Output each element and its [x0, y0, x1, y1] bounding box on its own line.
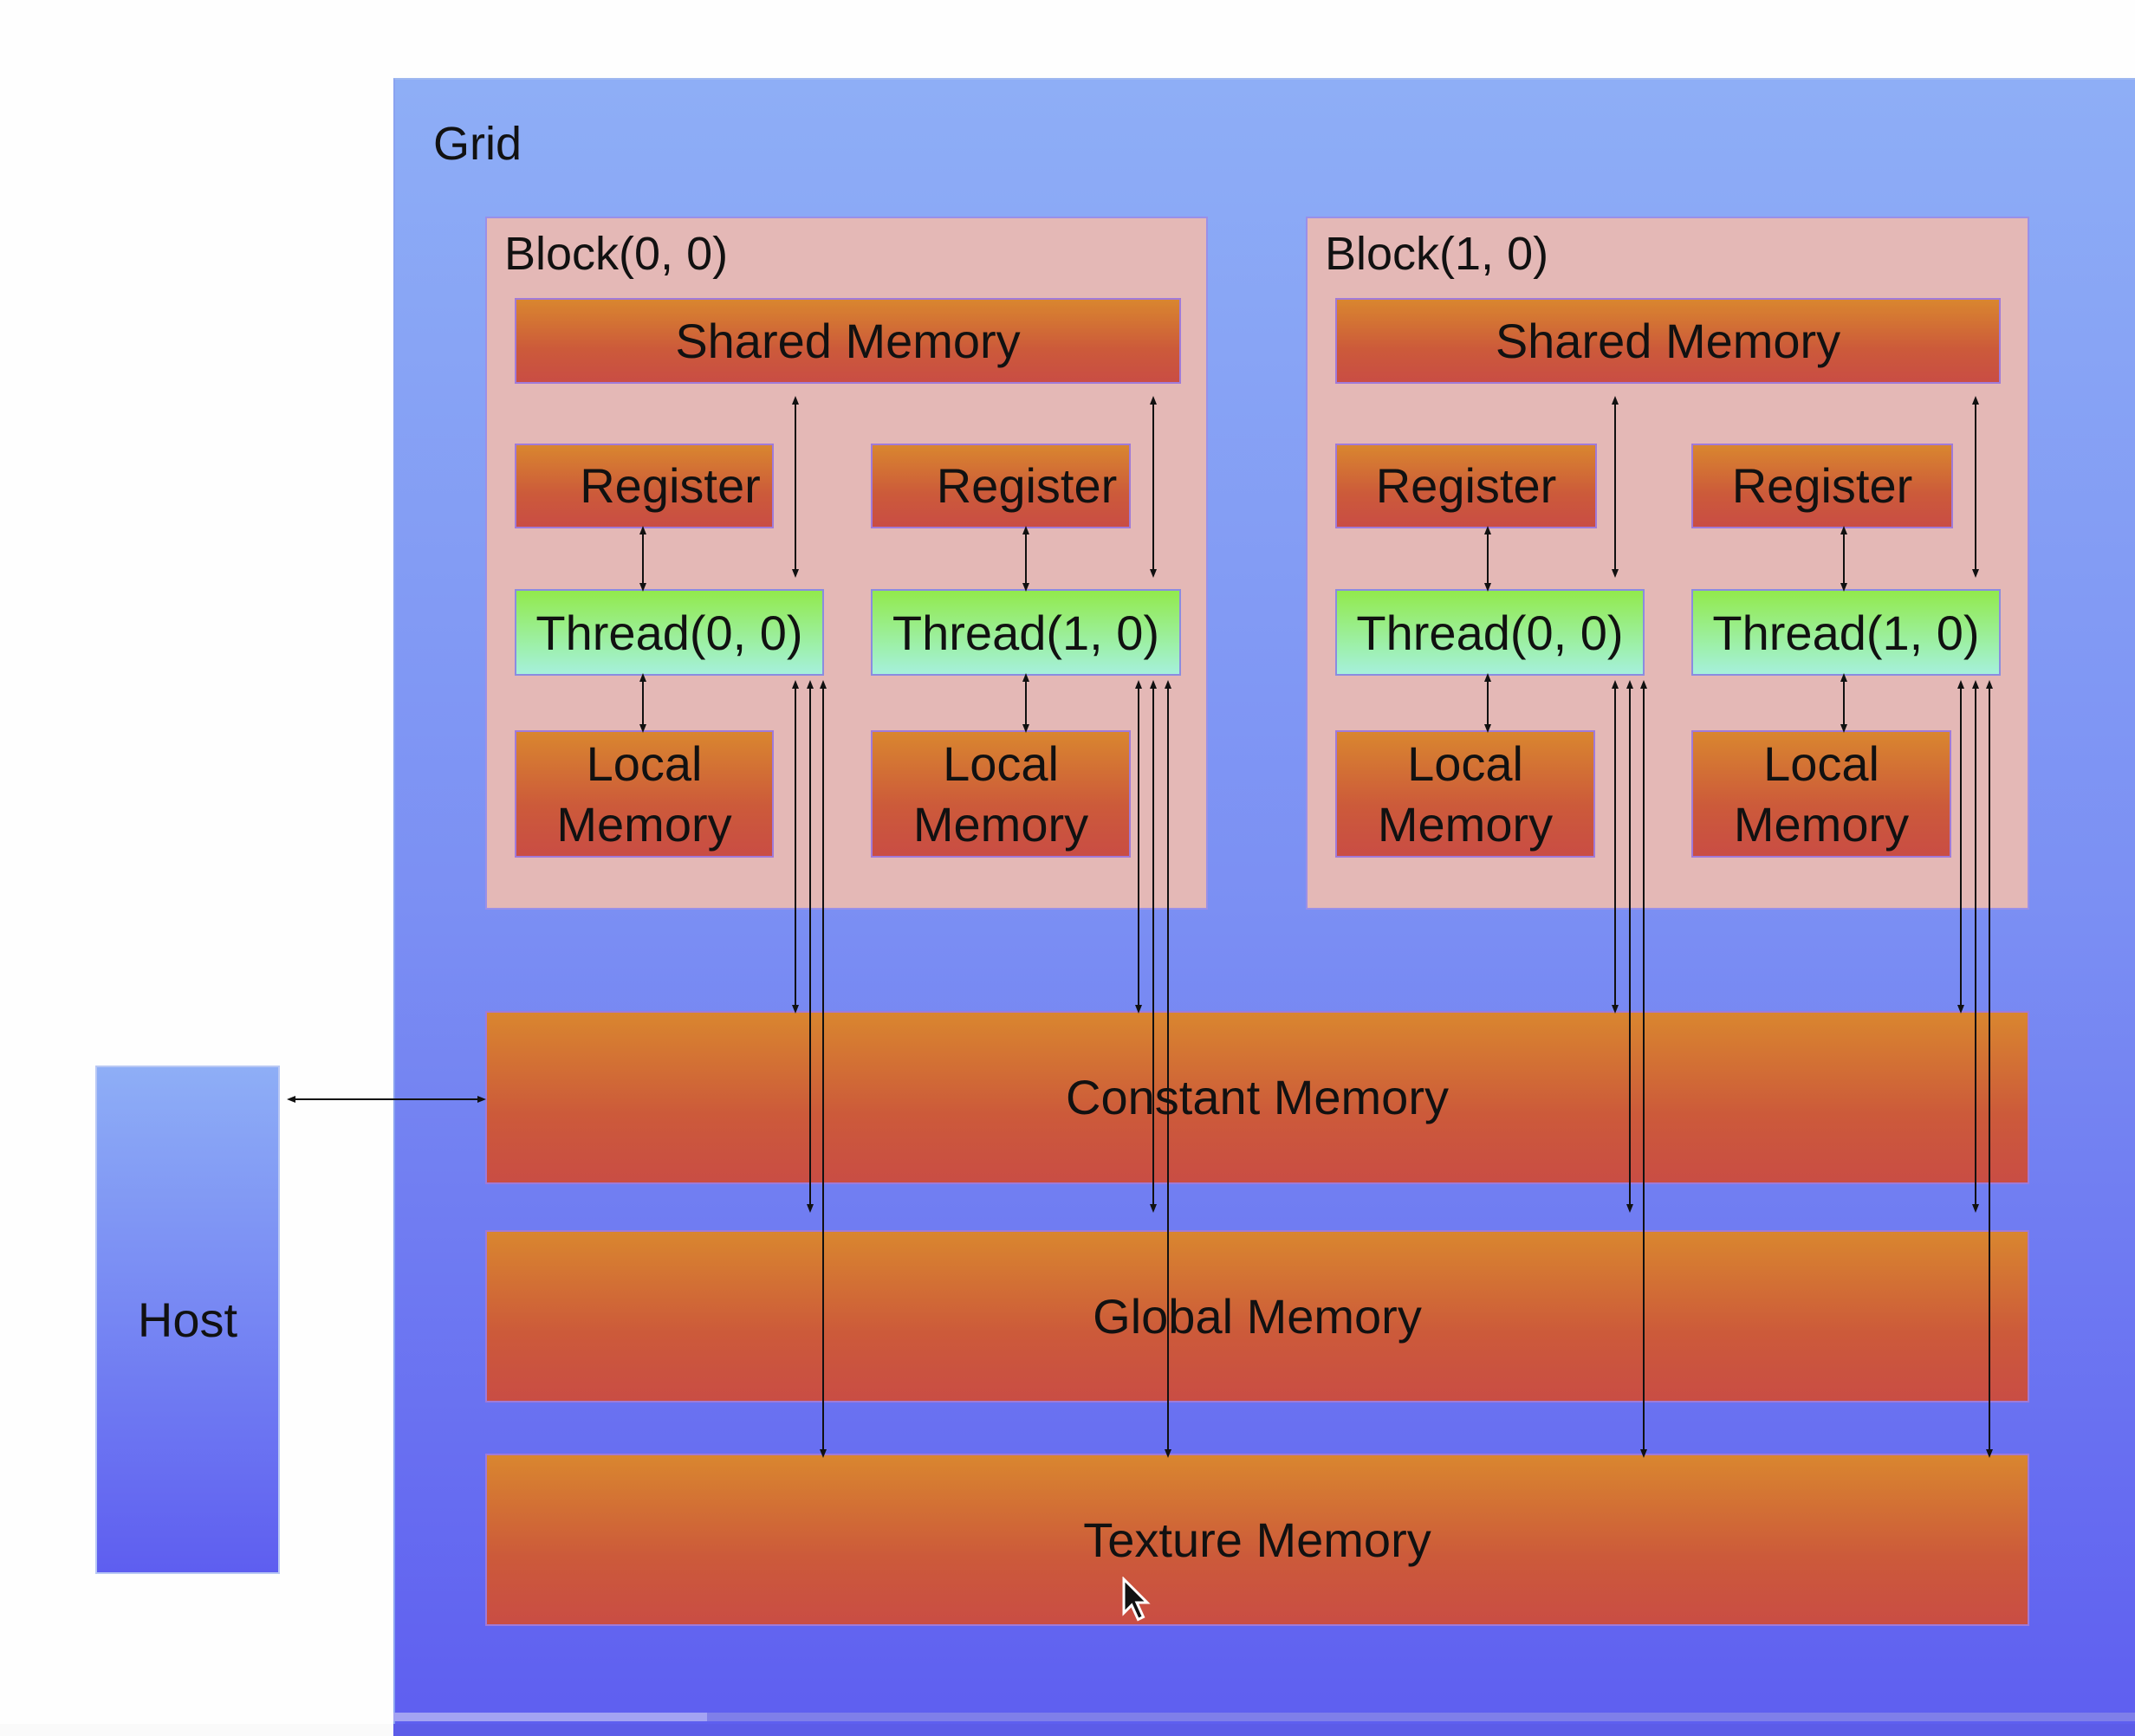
host-label: Host	[137, 1292, 238, 1347]
local-memory-b0-t0: Local Memory	[515, 730, 774, 858]
global-memory: Global Memory	[485, 1230, 2029, 1402]
host-box: Host	[95, 1066, 280, 1574]
video-progress-bar[interactable]	[393, 1713, 2135, 1721]
thread-b0-t1: Thread(1, 0)	[871, 589, 1181, 676]
local-memory-line1: Local	[943, 735, 1059, 791]
shared-memory-block-0: Shared Memory	[515, 298, 1181, 384]
constant-memory: Constant Memory	[485, 1011, 2029, 1184]
register-b0-t1: Register	[871, 444, 1131, 528]
local-memory-line1: Local	[1763, 735, 1879, 791]
thread-b0-t0: Thread(0, 0)	[515, 589, 824, 676]
local-memory-line1: Local	[586, 735, 703, 791]
mouse-cursor-icon	[1122, 1577, 1151, 1622]
block-0-label: Block(0, 0)	[504, 228, 729, 280]
local-memory-line2: Memory	[1377, 796, 1554, 852]
register-b1-t0: Register	[1335, 444, 1597, 528]
video-bottom-strip	[0, 1724, 2135, 1736]
video-bottom-strip-left	[0, 1724, 393, 1736]
local-memory-b0-t1: Local Memory	[871, 730, 1131, 858]
local-memory-line2: Memory	[1733, 796, 1910, 852]
grid-label: Grid	[433, 118, 522, 170]
local-memory-line2: Memory	[912, 796, 1089, 852]
local-memory-b1-t0: Local Memory	[1335, 730, 1595, 858]
local-memory-b1-t1: Local Memory	[1691, 730, 1951, 858]
block-1-label: Block(1, 0)	[1325, 228, 1549, 280]
video-progress-fill	[393, 1713, 707, 1721]
register-b0-t0: Register	[515, 444, 774, 528]
shared-memory-block-1: Shared Memory	[1335, 298, 2001, 384]
texture-memory: Texture Memory	[485, 1454, 2029, 1626]
register-b1-t1: Register	[1691, 444, 1953, 528]
local-memory-line2: Memory	[556, 796, 732, 852]
local-memory-line1: Local	[1407, 735, 1523, 791]
